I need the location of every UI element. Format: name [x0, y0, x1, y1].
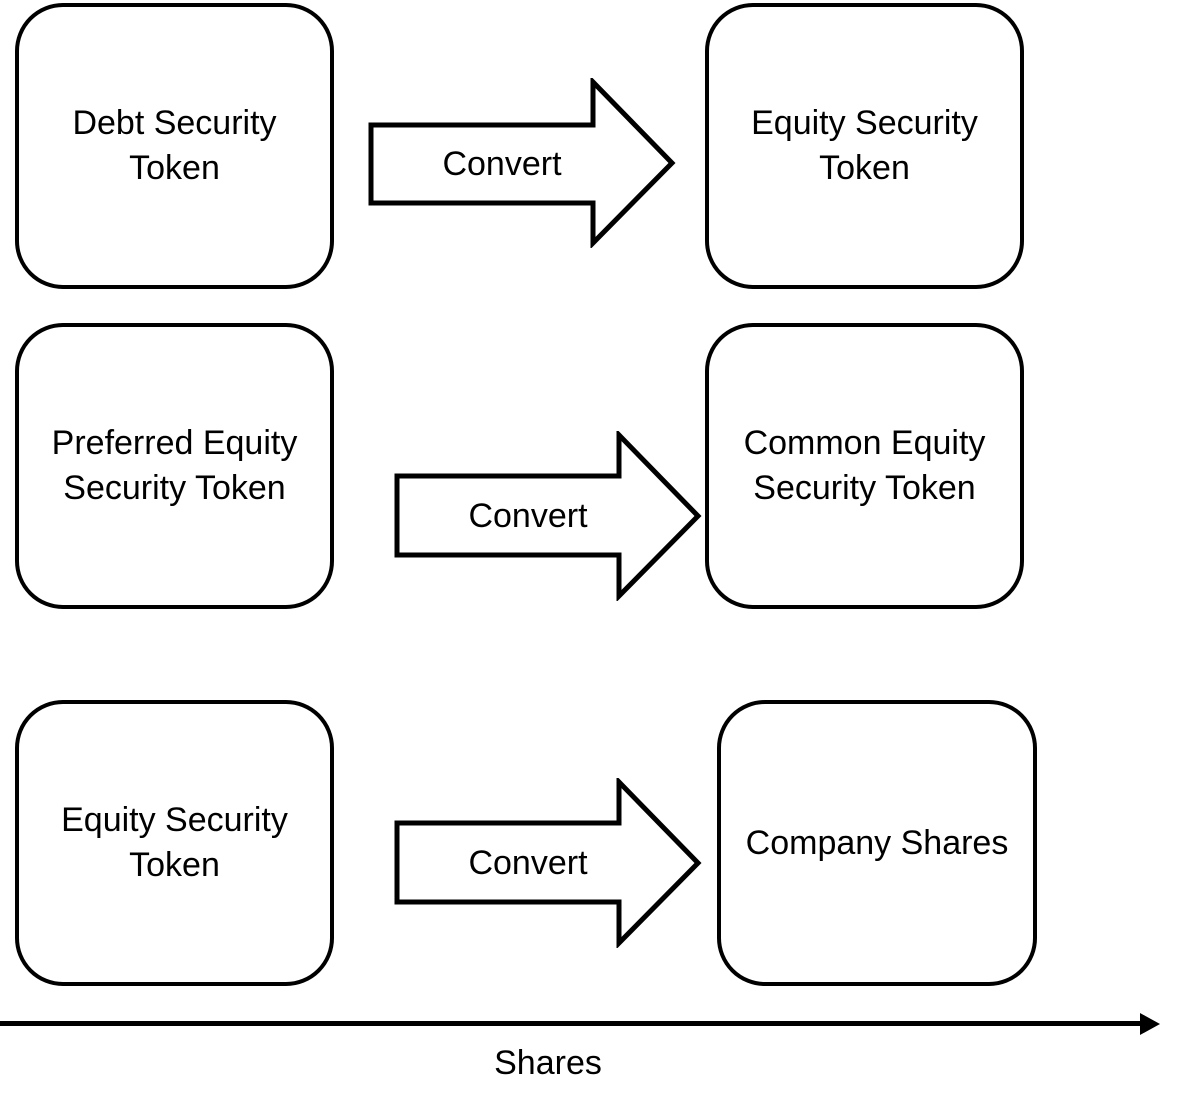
convert-label: Convert: [468, 497, 588, 535]
shares-axis-line: [0, 1021, 1145, 1026]
axis-arrowhead-icon: [1140, 1013, 1160, 1035]
source-box-label: Preferred Equity Security Token: [51, 424, 298, 507]
convert-arrow: [394, 431, 702, 601]
convert-arrow: [368, 78, 676, 248]
source-box-label: Equity Security Token: [61, 801, 288, 884]
source-box-label: Debt Security Token: [72, 104, 277, 187]
source-box-preferred-equity-security-token: Preferred Equity Security Token: [15, 323, 334, 609]
source-box-debt-security-token: Debt Security Token: [15, 3, 334, 289]
source-box-equity-security-token: Equity Security Token: [15, 700, 334, 986]
target-box-label: Company Shares: [745, 823, 1009, 862]
convert-arrow: [394, 778, 702, 948]
convert-label: Convert: [442, 145, 562, 183]
target-box-label: Equity Security Token: [751, 104, 978, 187]
convert-label: Convert: [468, 844, 588, 882]
target-box-company-shares: Company Shares: [717, 700, 1037, 986]
target-box-equity-security-token: Equity Security Token: [705, 3, 1024, 289]
target-box-common-equity-security-token: Common Equity Security Token: [705, 323, 1024, 609]
axis-label: Shares: [494, 1044, 602, 1082]
target-box-label: Common Equity Security Token: [743, 424, 986, 507]
